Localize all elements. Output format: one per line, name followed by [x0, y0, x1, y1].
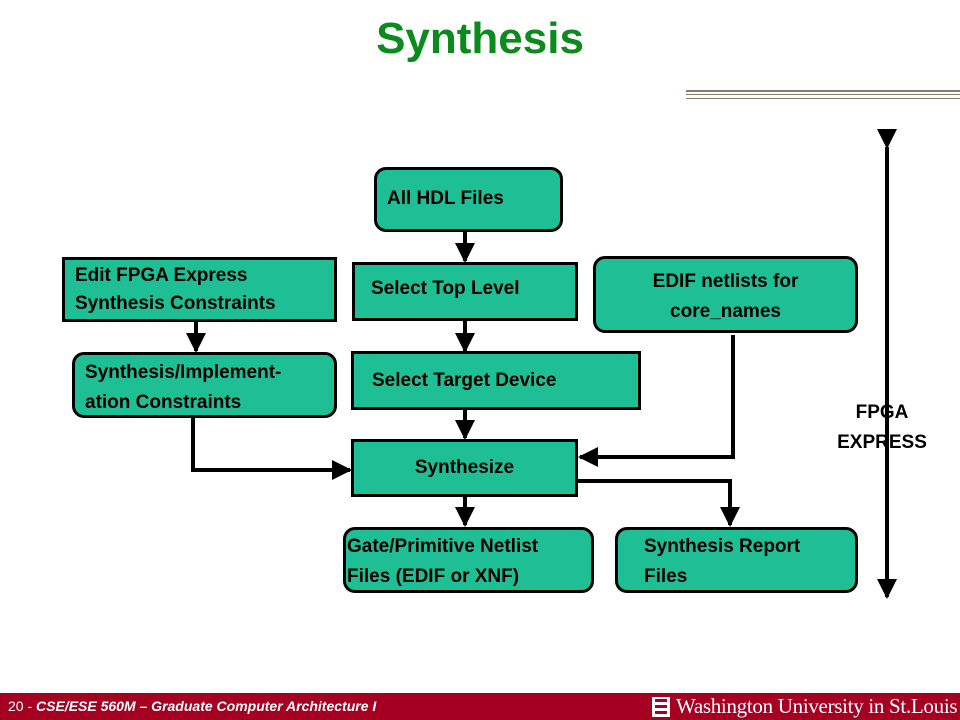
arrow-constraints-to-synthesize: [191, 418, 352, 480]
box-synthesis-implementation-constraints: Synthesis/Implement- ation Constraints: [72, 352, 337, 418]
box-all-hdl-files: All HDL Files: [374, 167, 563, 232]
slide-title: Synthesis: [376, 14, 584, 63]
box-select-target-device: Select Target Device: [351, 351, 641, 410]
header-rule: [686, 90, 960, 92]
footer-caption: 20 - CSE/ESE 560M – Graduate Computer Ar…: [8, 698, 376, 714]
header-rule: [686, 98, 960, 99]
university-logo: Washington University in St.Louis: [652, 694, 958, 718]
arrow-edif-to-synthesize: [578, 335, 735, 467]
box-edit-fpga-constraints: Edit FPGA Express Synthesis Constraints: [62, 257, 337, 322]
arrow-synthesize-to-report: [578, 479, 740, 527]
box-synthesis-report: Synthesis Report Files: [615, 527, 858, 593]
university-name: Washington University in St.Louis: [676, 694, 958, 718]
course-title: CSE/ESE 560M – Graduate Computer Archite…: [36, 698, 377, 714]
header-rule: [686, 94, 960, 95]
box-edif-netlists: EDIF netlists for core_names: [593, 256, 858, 333]
box-gate-primitive-netlist: Gate/Primitive Netlist Files (EDIF or XN…: [343, 527, 594, 593]
box-select-top-level: Select Top Level: [352, 262, 578, 321]
page-number: 20 -: [8, 698, 37, 714]
box-synthesize: Synthesize: [351, 439, 578, 497]
fpga-express-label: FPGA EXPRESS: [837, 402, 927, 453]
crest-icon: [652, 696, 670, 717]
footer-bar: 20 - CSE/ESE 560M – Graduate Computer Ar…: [0, 693, 960, 720]
